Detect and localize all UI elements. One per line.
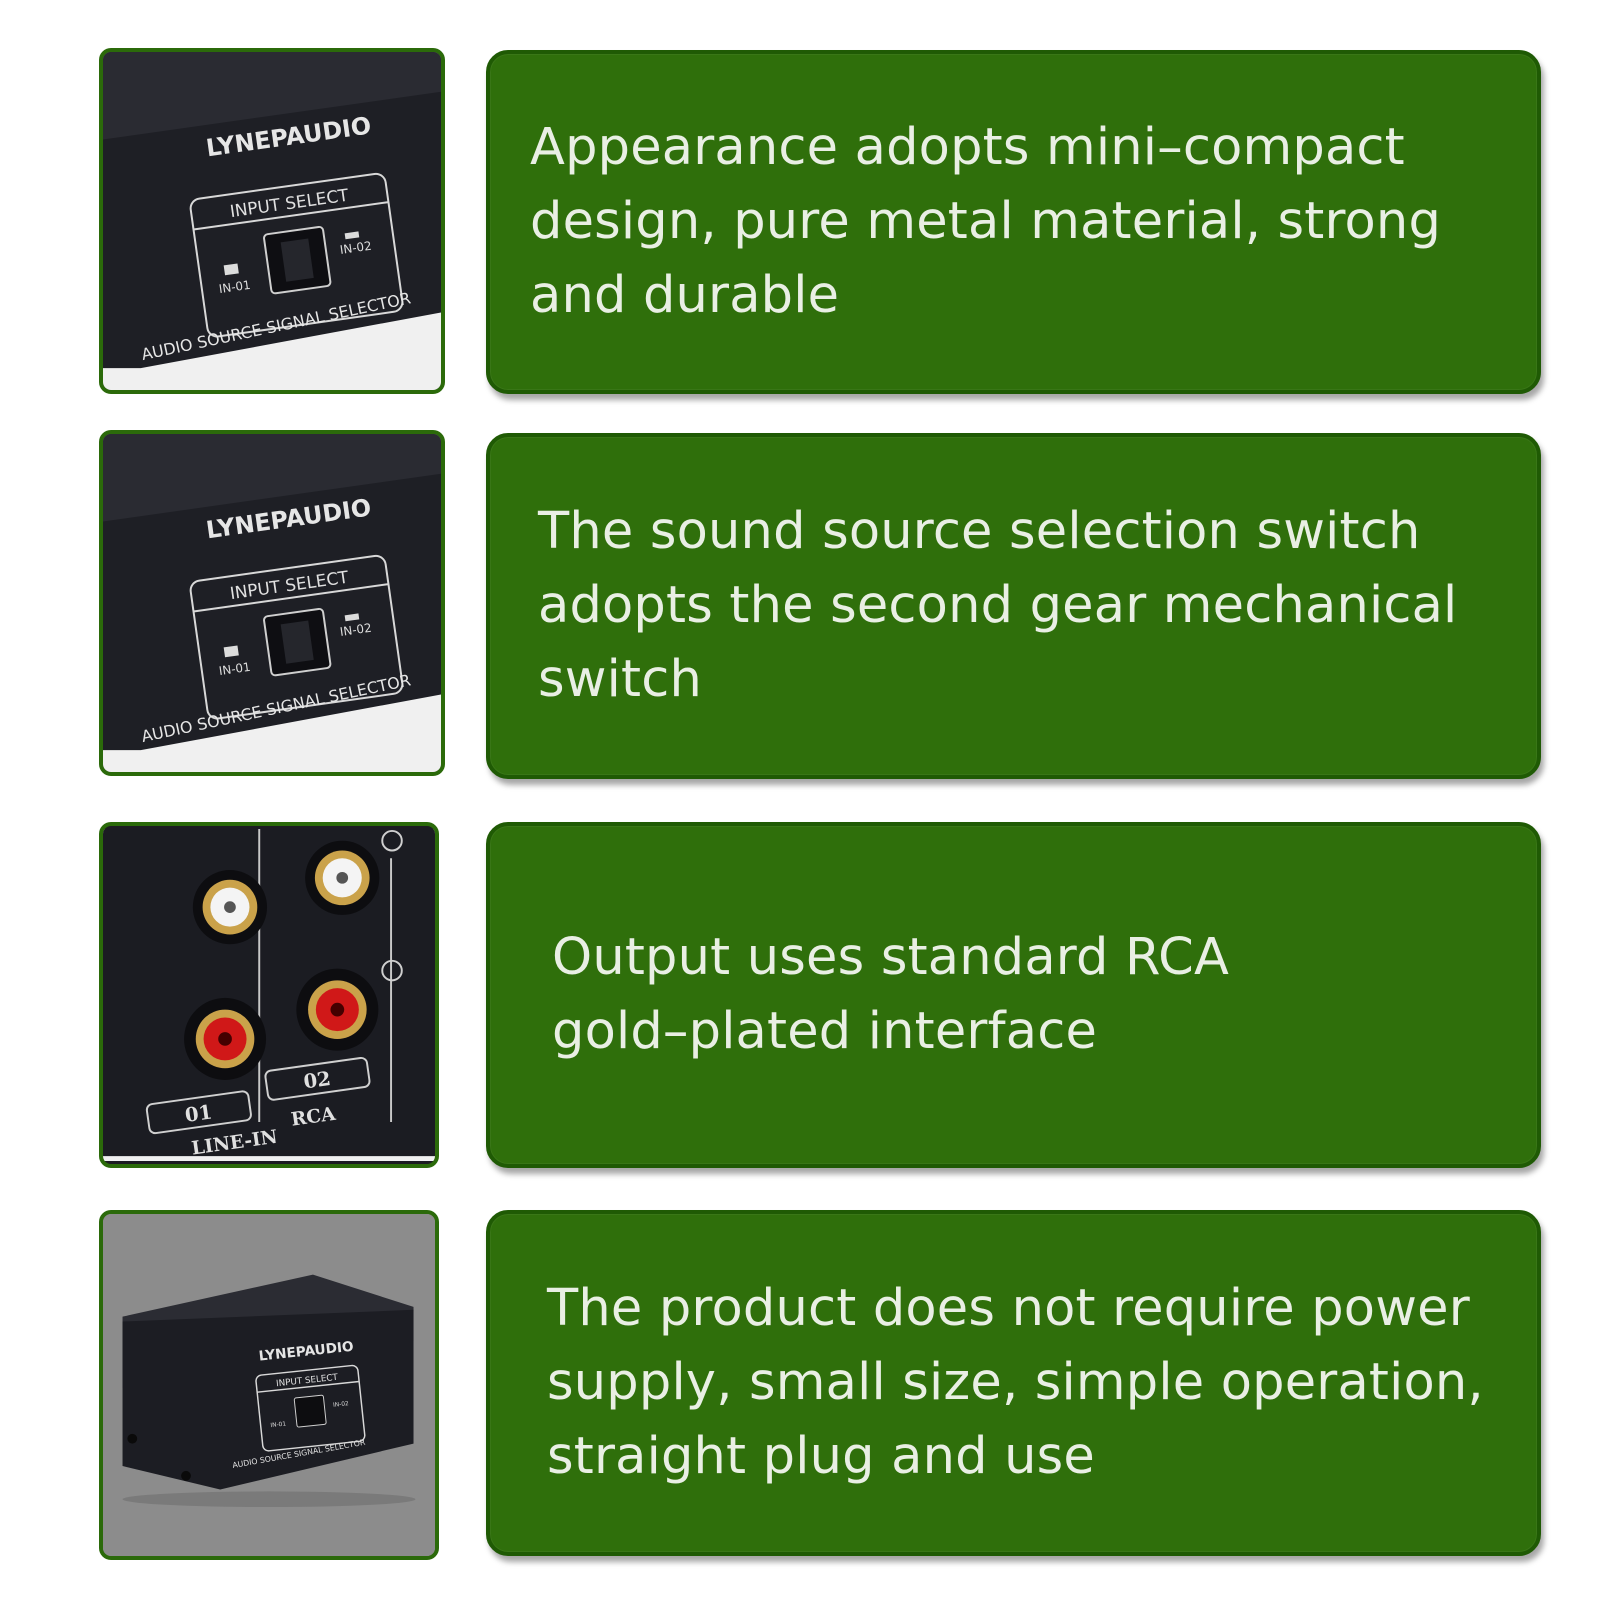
in-02-label: IN-02 <box>333 1401 349 1409</box>
feature-text-1: Appearance adopts mini–compact design, p… <box>530 118 1442 325</box>
port-02-label: 02 <box>302 1067 332 1094</box>
feature-text-2: The sound source selection switch adopts… <box>538 502 1458 709</box>
in-02-label: IN-02 <box>339 239 373 257</box>
rca-ports-illustration: 01 02 LINE-IN RCA <box>103 829 435 1161</box>
product-image-rca-ports: 01 02 LINE-IN RCA <box>99 822 439 1168</box>
product-image-front-panel-2: LYNEPAUDIO INPUT SELECT IN-01 IN-02 AUDI… <box>99 430 445 776</box>
feature-card-3: Output uses standard RCA gold–plated int… <box>486 822 1541 1168</box>
front-panel-illustration: LYNEPAUDIO INPUT SELECT IN-01 IN-02 AUDI… <box>103 52 441 390</box>
feature-card-2: The sound source selection switch adopts… <box>486 433 1541 779</box>
in-01-label: IN-01 <box>270 1421 286 1429</box>
product-image-full-box: LYNEPAUDIO INPUT SELECT IN-01 IN-02 AUDI… <box>99 1210 439 1560</box>
feature-text-3: Output uses standard RCA gold–plated int… <box>552 928 1230 1061</box>
feature-card-4: The product does not require power suppl… <box>486 1210 1541 1556</box>
in-01-label: IN-01 <box>218 278 252 296</box>
in-01-label: IN-01 <box>218 660 252 678</box>
feature-card-1: Appearance adopts mini–compact design, p… <box>486 50 1541 394</box>
feature-text-4: The product does not require power suppl… <box>547 1279 1484 1486</box>
port-01-label: 01 <box>184 1100 214 1127</box>
product-box-illustration: LYNEPAUDIO INPUT SELECT IN-01 IN-02 AUDI… <box>103 1214 435 1556</box>
front-panel-illustration: LYNEPAUDIO INPUT SELECT IN-01 IN-02 AUDI… <box>103 434 441 772</box>
product-image-front-panel-1: LYNEPAUDIO INPUT SELECT IN-01 IN-02 AUDI… <box>99 48 445 394</box>
in-02-label: IN-02 <box>339 621 373 639</box>
